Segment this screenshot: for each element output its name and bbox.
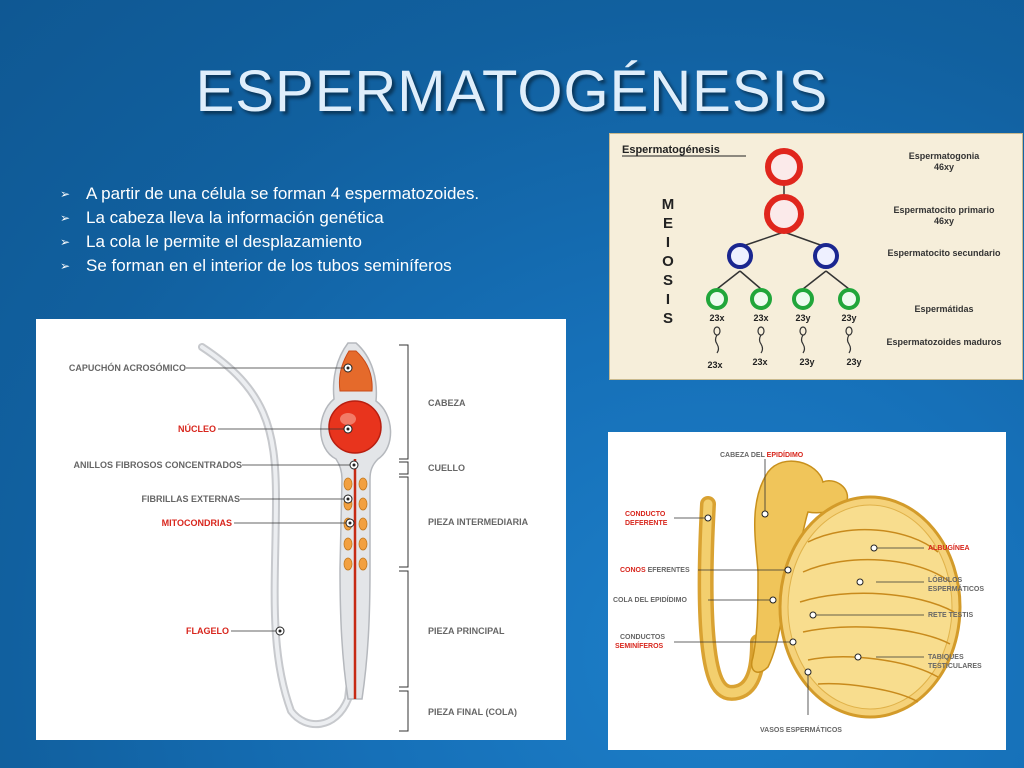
label-head: CABEZA	[428, 398, 466, 408]
label-lobules-1: LÓBULOS	[928, 575, 963, 584]
label-mitochondria: MITOCONDRIAS	[162, 518, 232, 528]
arrow-bullet-icon: ➢	[60, 235, 71, 249]
svg-text:S: S	[663, 310, 673, 327]
svg-text:E: E	[663, 215, 673, 232]
sperm-anatomy-diagram: CAPUCHÓN ACROSÓMICO NÚCLEO ANILLOS FIBRO…	[36, 319, 566, 740]
pointer-dot	[870, 544, 878, 552]
label-rete-testis: RETE TESTIS	[928, 612, 973, 619]
sperm-chromosome-label: 23x	[752, 357, 767, 367]
bullet-text: Se forman en el interior de los tubos se…	[86, 256, 452, 275]
label-midpiece: PIEZA INTERMEDIARIA	[428, 517, 529, 527]
label-fibrous-rings: ANILLOS FIBROSOS CONCENTRADOS	[73, 460, 242, 470]
spermatid-cell	[750, 288, 772, 310]
bullet-text: La cabeza lleva la información genética	[86, 208, 384, 227]
arrow-bullet-icon: ➢	[60, 187, 71, 201]
lobules-group	[799, 528, 955, 703]
arrow-bullet-icon: ➢	[60, 259, 71, 273]
label-spermatids: Espermátidas	[914, 304, 973, 314]
svg-text:M: M	[662, 196, 675, 213]
label-spermatogonia: Espermatogonia	[909, 151, 981, 161]
bullet-item: ➢ Se forman en el interior de los tubos s…	[60, 254, 479, 278]
label-secondary-spermatocyte: Espermatocito secundario	[887, 248, 1001, 258]
label-vas-deferens-2: DEFERENTE	[625, 520, 668, 527]
sperm-icon	[713, 326, 721, 336]
label-primary-chr: 46xy	[934, 216, 954, 226]
pointer-dot	[804, 668, 812, 676]
pointer-dot	[789, 638, 797, 646]
pointer-dot	[784, 566, 792, 574]
bullet-item: ➢ A partir de una célula se forman 4 espe…	[60, 182, 479, 206]
sperm-icon	[845, 326, 853, 336]
sperm-chromosome-label: 23y	[799, 357, 814, 367]
bullet-text: A partir de una célula se forman 4 esper…	[86, 184, 480, 203]
label-acrosome: CAPUCHÓN ACROSÓMICO	[69, 362, 186, 373]
label-efferent-cones: CONOS EFERENTES	[620, 567, 690, 574]
sperm-icon	[799, 326, 807, 336]
svg-text:S: S	[663, 272, 673, 289]
sperm-icon	[757, 326, 765, 336]
label-primary-spermatocyte: Espermatocito primario	[893, 205, 995, 215]
bullet-text: La cola le permite el desplazamiento	[86, 232, 362, 251]
label-epididymis-tail: COLA DEL EPIDÍDIMO	[613, 595, 687, 604]
nucleus-shape	[328, 400, 382, 454]
pointer-dot	[809, 611, 817, 619]
meiosis-svg: Espermatogénesis M E I O S I S	[622, 144, 1002, 370]
meiosis-diagram: Espermatogénesis M E I O S I S	[609, 133, 1023, 380]
spermatid-chromosome-label: 23x	[709, 313, 724, 323]
secondary-spermatocyte-cell	[813, 243, 839, 269]
bullet-item: ➢ La cola le permite el desplazamiento	[60, 230, 479, 254]
label-epididymis-head: CABEZA DEL EPIDÍDIMO	[720, 450, 804, 459]
label-neck: CUELLO	[428, 463, 465, 473]
pointer-dot	[856, 578, 864, 586]
pointer-dot	[761, 510, 769, 518]
sperm-chromosome-label: 23y	[846, 357, 861, 367]
sperm-chromosome-label: 23x	[707, 360, 722, 370]
label-principal-piece: PIEZA PRINCIPAL	[428, 626, 505, 636]
bullet-item: ➢ La cabeza lleva la información genética	[60, 206, 479, 230]
label-vessels: VASOS ESPERMÁTICOS	[760, 725, 842, 734]
spermatid-chromosome-label: 23x	[753, 313, 768, 323]
spermatid-chromosome-label: 23y	[795, 313, 810, 323]
section-brackets	[399, 344, 409, 732]
label-lobules-2: ESPERMÁTICOS	[928, 584, 984, 593]
primary-spermatocyte-cell	[764, 194, 804, 234]
label-septa-1: TABIQUES	[928, 654, 964, 661]
label-spermatogonia-chr: 46xy	[934, 162, 954, 172]
svg-text:O: O	[662, 253, 674, 270]
spermatid-chromosome-label: 23y	[841, 313, 856, 323]
label-albuginea: ALBUGÍNEA	[928, 543, 970, 552]
label-flagellum: FLAGELO	[186, 626, 229, 636]
svg-text:I: I	[666, 291, 670, 308]
label-septa-2: TESTICULARES	[928, 663, 982, 670]
slide-title: ESPERMATOGÉNESIS	[195, 59, 829, 124]
meiosis-side-letters: M E I O S I S	[662, 196, 675, 327]
arrow-bullet-icon: ➢	[60, 211, 71, 225]
label-vas-deferens-1: CONDUCTO	[625, 511, 666, 518]
testis-svg: CABEZA DEL EPIDÍDIMO CONDUCTO DEFERENTE …	[613, 450, 984, 734]
label-outer-fibrils: FIBRILLAS EXTERNAS	[141, 494, 240, 504]
pointer-dot	[769, 596, 777, 604]
label-seminiferous-1: CONDUCTOS	[620, 634, 665, 641]
sperm-svg: CAPUCHÓN ACROSÓMICO NÚCLEO ANILLOS FIBRO…	[69, 342, 529, 732]
bullet-list: ➢ A partir de una célula se forman 4 espe…	[60, 182, 479, 278]
label-mature-sperm: Espermatozoides maduros	[886, 337, 1001, 347]
pointer-dot	[854, 653, 862, 661]
testis-anatomy-diagram: CABEZA DEL EPIDÍDIMO CONDUCTO DEFERENTE …	[608, 432, 1006, 750]
svg-text:I: I	[666, 234, 670, 251]
pointer-dot	[704, 514, 712, 522]
spermatid-cell	[706, 288, 728, 310]
label-seminiferous-2: SEMINÍFEROS	[615, 641, 664, 650]
acrosome-shape	[338, 350, 373, 392]
spermatid-cell	[792, 288, 814, 310]
spermatogonia-cell	[765, 148, 803, 186]
secondary-spermatocyte-cell	[727, 243, 753, 269]
label-nucleus: NÚCLEO	[178, 423, 216, 434]
meiosis-title: Espermatogénesis	[622, 144, 720, 156]
label-end-piece: PIEZA FINAL (COLA)	[428, 707, 517, 717]
spermatid-cell	[838, 288, 860, 310]
